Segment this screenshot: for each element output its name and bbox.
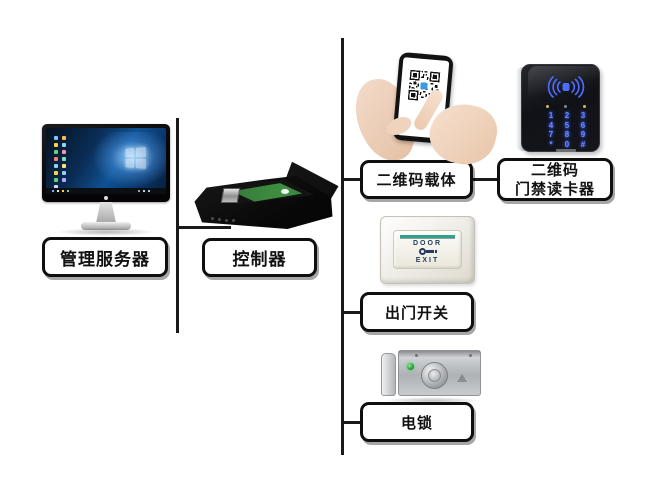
server-monitor-image: [42, 124, 170, 236]
exit-switch-branch-line: [344, 311, 361, 314]
lock-cylinder-core: [428, 369, 441, 382]
keypad-key: #: [580, 139, 586, 149]
monitor-base: [81, 222, 131, 230]
reader-indicator-leds: [546, 105, 549, 108]
lock-screw: [469, 354, 472, 357]
electric-lock-image: [381, 348, 483, 404]
controller-mount-hole: [281, 189, 289, 194]
reader-front-panel: 1 2 3 4 5 6 7 8 9 * 0 #: [521, 64, 604, 152]
exit-switch-label: 出门开关: [384, 304, 449, 322]
desktop-icons: [54, 136, 58, 140]
key-icon: [418, 248, 437, 255]
label-box-qr-carrier: 二维码载体: [360, 160, 473, 199]
controller-label: 控制器: [232, 250, 287, 269]
exit-text: EXIT: [415, 257, 440, 264]
windows-logo-icon: [125, 147, 146, 169]
qr-carrier-label: 二维码载体: [376, 172, 457, 189]
controller-transformer: [220, 188, 241, 203]
label-box-exit-switch: 出门开关: [360, 292, 474, 332]
qr-carrier-branch-line: [344, 178, 361, 181]
reader-keypad: 1 2 3 4 5 6 7 8 9 * 0 #: [543, 111, 591, 149]
electric-lock-branch-line: [344, 421, 361, 424]
carrier-reader-connector-line: [473, 178, 498, 181]
lock-strike-plate: [381, 353, 396, 396]
qr-reader-label: 二维码 门禁读卡器: [515, 161, 595, 199]
right-bus-line: [341, 38, 344, 455]
monitor-brand-logo-icon: [104, 195, 108, 200]
lock-shadow: [383, 397, 481, 404]
keypad-key: 7: [548, 130, 554, 139]
keypad-key: 9: [580, 130, 586, 139]
door-text: DOOR: [413, 240, 442, 247]
controller-device-image: [193, 158, 343, 232]
nfc-wave-icon: [547, 76, 585, 98]
keypad-key: 8: [564, 130, 570, 139]
label-box-controller: 控制器: [202, 238, 317, 277]
lock-cylinder: [421, 362, 448, 389]
desktop-icons: [62, 136, 66, 140]
label-box-qr-reader: 二维码 门禁读卡器: [497, 158, 613, 201]
monitor-stand: [96, 202, 116, 223]
exit-button-stripe: [400, 235, 455, 238]
taskbar: [46, 188, 166, 194]
keypad-key: 3: [580, 111, 586, 120]
qr-reader-label-line2: 门禁读卡器: [514, 180, 595, 198]
label-box-electric-lock: 电锁: [360, 402, 474, 442]
keypad-key: 0: [564, 139, 570, 149]
monitor-screen: [46, 128, 166, 194]
lock-stamp-triangle-icon: [457, 374, 467, 382]
reader-brand-mark: [556, 149, 576, 152]
lock-screw: [415, 354, 418, 357]
controller-branch-line: [176, 226, 231, 229]
server-label: 管理服务器: [60, 249, 150, 269]
taskbar-icons: [52, 190, 54, 192]
qr-center-emblem-icon: [420, 82, 428, 90]
keypad-key: 5: [564, 120, 570, 130]
lock-top-shade: [399, 351, 480, 357]
qr-phone-image: [348, 42, 503, 172]
left-bus-line: [176, 118, 179, 333]
lock-led-indicator: [407, 363, 414, 370]
exit-button-image: DOOR EXIT: [380, 216, 475, 284]
keypad-key: 6: [580, 120, 586, 130]
exit-button-face: DOOR EXIT: [393, 230, 462, 269]
keypad-key: 1: [548, 111, 554, 120]
qr-card-reader-image: 1 2 3 4 5 6 7 8 9 * 0 #: [516, 64, 604, 156]
label-box-server: 管理服务器: [42, 237, 168, 277]
qr-reader-label-line1: 二维码: [530, 161, 579, 179]
monitor-bezel: [42, 124, 170, 202]
electric-lock-label: 电锁: [400, 414, 433, 432]
keypad-key: 4: [548, 120, 554, 130]
controller-vent-dots: [211, 217, 214, 220]
keypad-key: 2: [564, 111, 570, 120]
monitor-shadow: [56, 228, 156, 236]
keypad-key: *: [549, 139, 553, 149]
